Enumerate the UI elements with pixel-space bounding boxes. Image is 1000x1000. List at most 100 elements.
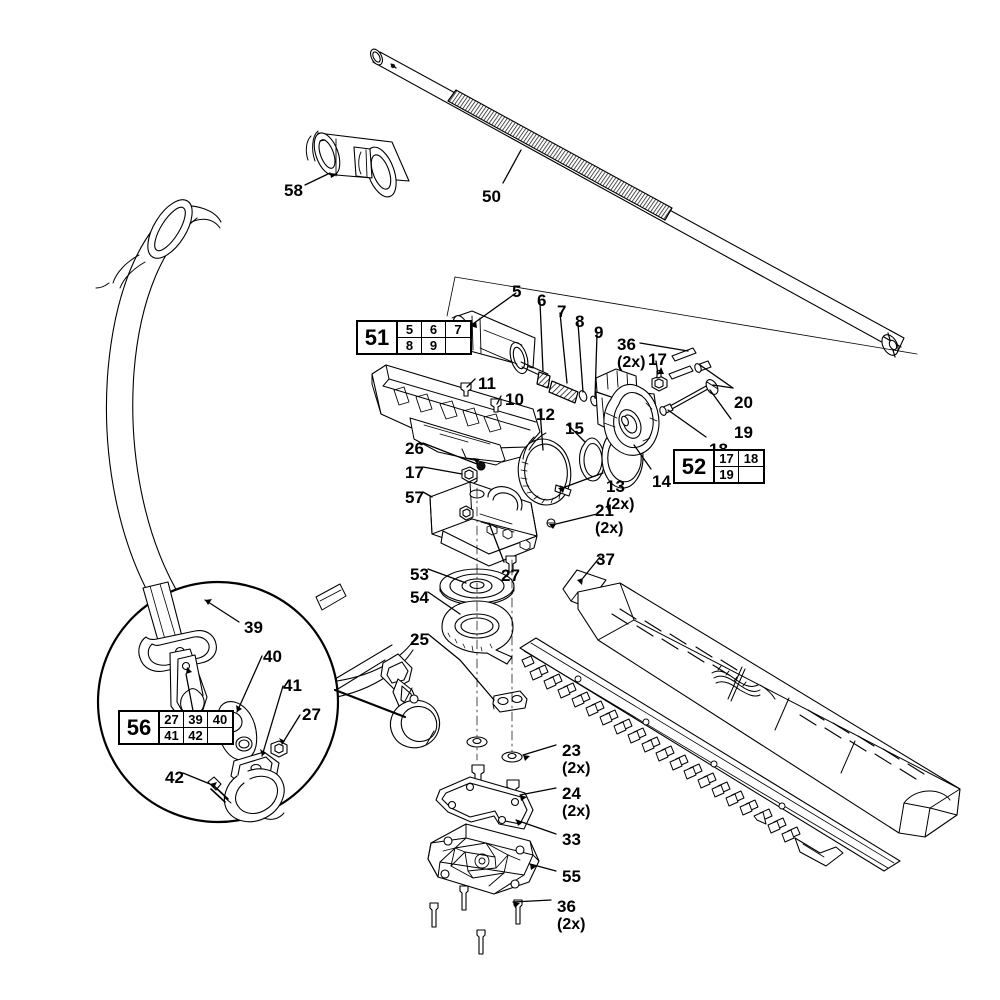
callout-number: 8 [575, 312, 585, 331]
leader-lines [182, 149, 734, 903]
callout-number: 11 [478, 374, 496, 393]
kit-part-number: 5 [398, 322, 422, 338]
callout-24: 24(2x) [562, 785, 590, 820]
part-55-bottom-cover [427, 823, 540, 895]
callout-number: 12 [536, 405, 555, 424]
callout-quantity: (2x) [606, 496, 635, 513]
part-33-gasket [435, 776, 534, 830]
callout-58: 58 [284, 182, 303, 199]
part-8-ring [578, 390, 588, 402]
callout-50: 50 [482, 188, 501, 205]
callout-11: 11 [478, 375, 496, 392]
part-37-blade-assembly [519, 569, 961, 872]
callout-number: 53 [410, 565, 429, 584]
part-58-coupler [305, 130, 410, 198]
callout-33: 33 [562, 831, 581, 848]
callout-number: 17 [405, 463, 424, 482]
part-shoulder-strap-harness [95, 199, 441, 749]
part-20-bushing [694, 360, 712, 373]
callout-40: 40 [263, 648, 282, 665]
callout-5: 5 [512, 283, 521, 300]
callout-quantity: (2x) [595, 520, 624, 537]
callout-number: 9 [594, 323, 604, 342]
kit-part-number: 41 [160, 728, 184, 743]
callout-number: 36 [557, 897, 576, 916]
callout-number: 54 [410, 588, 429, 607]
callout-quantity: (2x) [617, 354, 646, 371]
kit-part-number: 9 [422, 338, 446, 353]
callout-27: 27 [302, 706, 321, 723]
part-57-gearcase [429, 481, 538, 567]
brand-script-mark [711, 665, 776, 700]
part-50-shaft-assembly [369, 48, 918, 358]
kit-row: 19 [715, 467, 763, 482]
callout-10: 10 [505, 391, 524, 408]
callout-26: 26 [405, 440, 424, 457]
callout-6: 6 [537, 292, 546, 309]
callout-number: 55 [562, 867, 581, 886]
callout-number: 39 [244, 618, 263, 637]
callout-number: 7 [557, 302, 567, 321]
kit-empty-cell [208, 728, 232, 743]
callout-number: 37 [596, 550, 615, 569]
callout-39: 39 [244, 619, 263, 636]
callout-quantity: (2x) [562, 803, 591, 820]
part-36-screws-lower [429, 885, 523, 955]
part-19-long-bolt [669, 379, 719, 411]
callout-number: 41 [283, 676, 302, 695]
callout-41: 41 [283, 677, 302, 694]
kit-empty-cell [446, 338, 470, 353]
callout-number: 20 [734, 393, 753, 412]
leader-arrowheads [186, 173, 664, 908]
callout-36: 36(2x) [557, 898, 585, 933]
callout-number: 33 [562, 830, 581, 849]
callout-37: 37 [596, 551, 615, 568]
part-25-link-block [492, 690, 528, 713]
callout-7: 7 [557, 303, 566, 320]
kit-empty-cell [739, 467, 763, 482]
kit-part-number: 18 [739, 451, 763, 467]
part-13-screws [554, 484, 572, 497]
callout-number: 50 [482, 187, 501, 206]
callout-20: 20 [734, 394, 753, 411]
callout-number: 23 [562, 741, 581, 760]
kit-number: 56 [120, 712, 160, 743]
part-6-collar [536, 371, 551, 389]
kit-part-number: 8 [398, 338, 422, 353]
callout-number: 25 [410, 630, 429, 649]
callout-23: 23(2x) [562, 742, 590, 777]
callout-8: 8 [575, 313, 584, 330]
part-15-o-ring [578, 437, 605, 482]
callout-9: 9 [594, 324, 603, 341]
callout-number: 27 [302, 705, 321, 724]
callout-15: 15 [565, 420, 584, 437]
kit-part-number: 17 [715, 451, 739, 467]
callout-number: 36 [617, 335, 636, 354]
callout-13: 13(2x) [606, 478, 634, 513]
callout-number: 57 [405, 488, 424, 507]
part-27-bolt-upper [505, 555, 517, 573]
part-7-spring-sleeve [548, 380, 579, 404]
callout-25: 25 [410, 631, 429, 648]
kit-part-number: 6 [422, 322, 446, 338]
callout-21: 21(2x) [595, 502, 623, 537]
kit-part-number: 42 [184, 728, 208, 743]
callout-number: 40 [263, 647, 282, 666]
callout-14: 14 [652, 473, 671, 490]
kit-number: 51 [358, 322, 398, 353]
callout-53: 53 [410, 566, 429, 583]
detail-view-circle [96, 580, 407, 824]
callout-number: 19 [734, 423, 753, 442]
callout-12: 12 [536, 406, 555, 423]
callout-55: 55 [562, 868, 581, 885]
kit-part-number: 7 [446, 322, 470, 338]
